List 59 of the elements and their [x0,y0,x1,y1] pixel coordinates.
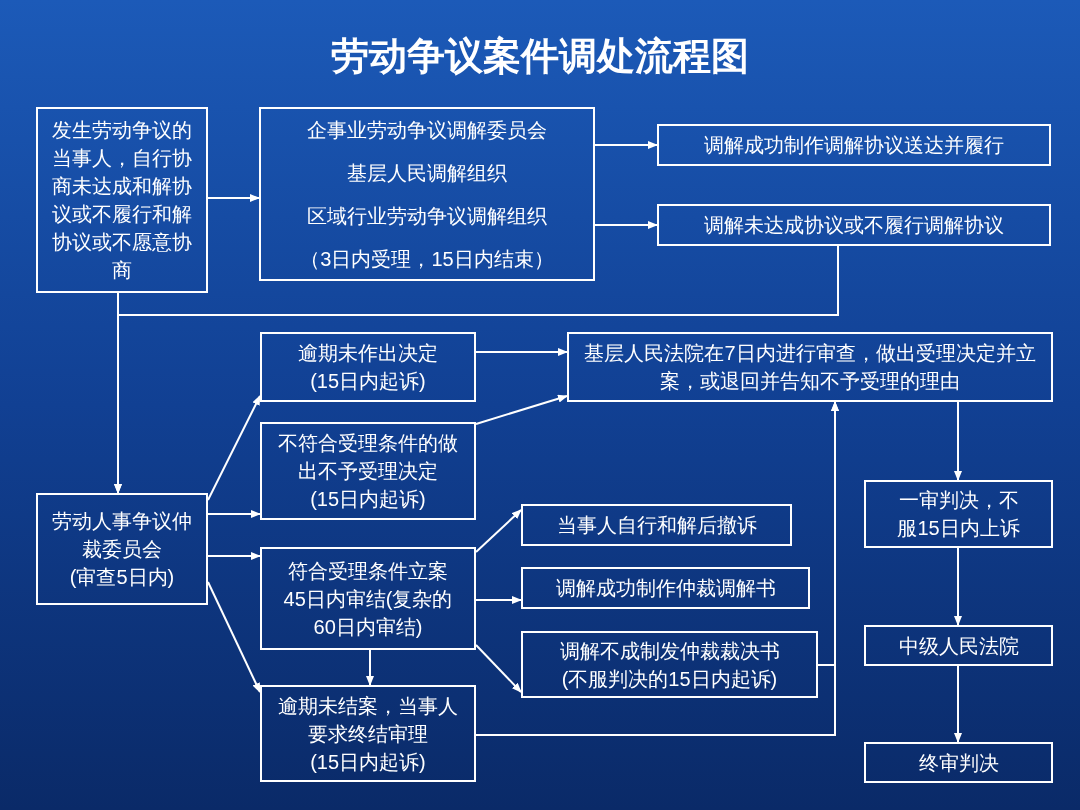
box-text: 逾期未作出决定 [298,341,438,366]
arrow [207,510,261,518]
process-box [260,422,476,520]
process-box [260,547,476,650]
arrow [366,649,374,686]
process-box [864,742,1053,783]
arrow [475,348,568,356]
box-text: (不服判决的15日内起诉) [561,666,778,692]
process-box [260,685,476,782]
box-text: 调解成功制作调解协议送达并履行 [704,133,1004,158]
box-text: 逾期未结案，当事人要求终结审理 [277,693,459,747]
arrow [954,547,962,626]
process-box [259,107,595,281]
box-text: 调解未达成协议或不履行调解协议 [704,213,1004,238]
process-box [521,504,792,546]
process-box [36,493,208,605]
box-text: （3日内受理，15日内结束） [300,246,554,272]
box-text: 终审判决 [918,750,999,776]
process-box [567,332,1053,402]
box-text: 企事业劳动争议调解委员会 [307,117,547,143]
arrow [207,194,260,202]
arrow [114,292,122,494]
box-text: (15日内起诉) [310,369,426,394]
arrow [475,401,839,736]
box-text: 基层人民法院在7日内进行审查，做出受理决定并立案，或退回并告知不予受理的理由 [583,341,1037,394]
process-box [657,124,1051,166]
arrow [475,644,522,693]
process-box [864,480,1053,548]
process-box [36,107,208,293]
box-text: 调解不成制发仲裁裁决书 [559,638,780,664]
arrow [475,509,522,553]
process-box [260,332,476,402]
box-text: (15日内起诉) [310,487,426,512]
box-text: 一审判决，不服15日内上诉 [896,488,1021,541]
box-text: (15日内起诉) [310,749,426,775]
box-text: (审查5日内) [69,565,175,590]
box-text: 区域行业劳动争议调解组织 [307,203,547,229]
arrow [594,221,658,229]
box-text: 基层人民调解组织 [347,160,507,186]
arrow [207,395,261,501]
box-text: 当事人自行和解后撤诉 [556,513,757,538]
title: 劳动争议案件调处流程图 [331,34,749,79]
arrow [954,665,962,743]
process-box [521,631,818,698]
process-box [657,204,1051,246]
box-text: 调解成功制作仲裁调解书 [555,576,776,601]
arrow [207,581,261,693]
box-text: 发生劳动争议的当事人，自行协商未达成和解协议或不履行和解协议或不愿意协商 [52,118,192,283]
arrow [475,596,522,604]
box-text: 不符合受理条件的做出不予受理决定 [277,431,459,484]
arrow [594,141,658,149]
process-box [521,567,810,609]
box-text: 劳动人事争议仲裁委员会 [51,509,193,562]
arrow [954,401,962,481]
arrow [207,552,261,560]
box-text: 符合受理条件立案45日内审结(复杂的60日内审结) [282,558,454,640]
arrow [475,394,568,425]
box-text: 中级人民法院 [898,633,1019,659]
process-box [864,625,1053,666]
